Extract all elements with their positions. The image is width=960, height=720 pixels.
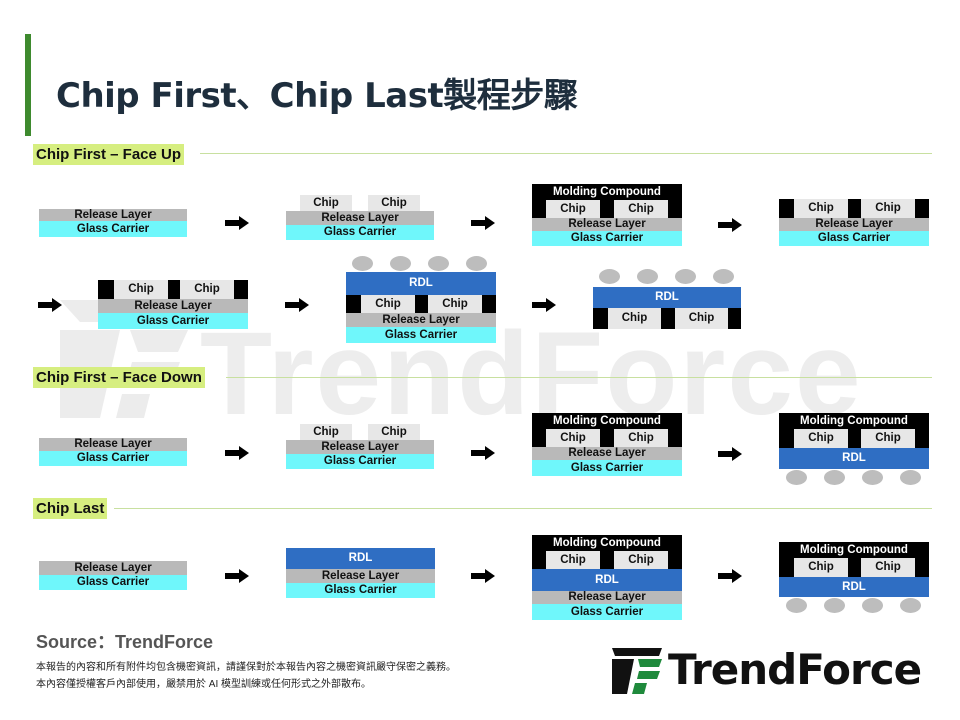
arrow-right-icon (471, 216, 495, 230)
arrow-right-icon (471, 569, 495, 583)
glass-carrier: Glass Carrier (286, 454, 434, 469)
rdl-layer: RDL (779, 448, 929, 469)
molding-compound: Molding Compound (532, 535, 682, 551)
release-layer: Release Layer (286, 440, 434, 454)
disclaimer-line: 本內容僅授權客戶內部使用，嚴禁用於 AI 模型訓練或任何形式之外部散布。 (36, 679, 372, 690)
arrow-right-icon (718, 447, 742, 461)
chip: Chip (614, 200, 668, 218)
section-label-first-up: Chip First – Face Up (33, 144, 185, 165)
release-layer: Release Layer (39, 438, 187, 451)
glass-carrier: Glass Carrier (286, 583, 435, 598)
molding-compound: Molding Compound (779, 542, 929, 558)
arrow-right-icon (718, 569, 742, 583)
rdl-layer: RDL (532, 569, 682, 591)
chip: Chip (428, 295, 482, 313)
watermark-text: TrendForce (200, 308, 863, 440)
chip: Chip (794, 558, 848, 577)
chip: Chip (608, 308, 661, 329)
solder-ball (466, 256, 487, 271)
solder-ball (786, 598, 807, 613)
arrow-right-icon (225, 569, 249, 583)
glass-carrier: Glass Carrier (532, 231, 682, 246)
arrow-right-icon (471, 446, 495, 460)
solder-ball (786, 470, 807, 485)
chip: Chip (180, 280, 234, 299)
release-layer: Release Layer (779, 218, 929, 231)
chip: Chip (794, 199, 848, 218)
solder-ball (637, 269, 658, 284)
chip: Chip (614, 551, 668, 569)
chip: Chip (546, 551, 600, 569)
release-layer: Release Layer (286, 569, 435, 583)
chip: Chip (675, 308, 728, 329)
section-divider (226, 377, 932, 378)
chip: Chip (300, 424, 352, 440)
release-layer: Release Layer (286, 211, 434, 225)
glass-carrier: Glass Carrier (39, 221, 187, 237)
chip: Chip (861, 558, 915, 577)
glass-carrier: Glass Carrier (286, 225, 434, 240)
solder-ball (824, 470, 845, 485)
rdl-layer: RDL (593, 287, 741, 308)
chip: Chip (546, 200, 600, 218)
trendforce-logo-icon (612, 648, 662, 694)
chip: Chip (546, 429, 600, 447)
section-divider (114, 508, 932, 509)
arrow-right-icon (532, 298, 556, 312)
disclaimer-line: 本報告的內容和所有附件均包含機密資訊，請謹保對於本報告內容之機密資訊嚴守保密之義… (36, 662, 456, 673)
arrow-right-icon (225, 446, 249, 460)
brand-name: TrendForce (668, 645, 922, 694)
molding-compound: Molding Compound (532, 184, 682, 200)
solder-ball (599, 269, 620, 284)
page-title: Chip First、Chip Last製程步驟 (56, 76, 578, 116)
solder-ball (428, 256, 449, 271)
chip: Chip (114, 280, 168, 299)
release-layer: Release Layer (532, 591, 682, 604)
chip: Chip (300, 195, 352, 211)
solder-ball (352, 256, 373, 271)
arrow-right-icon (718, 218, 742, 232)
molding-compound: Molding Compound (779, 413, 929, 429)
glass-carrier: Glass Carrier (779, 231, 929, 246)
chip: Chip (361, 295, 415, 313)
solder-ball (862, 470, 883, 485)
release-layer: Release Layer (39, 561, 187, 575)
section-label-first-down: Chip First – Face Down (33, 367, 205, 388)
solder-ball (824, 598, 845, 613)
solder-ball (900, 598, 921, 613)
arrow-right-icon (38, 298, 62, 312)
title-accent-bar (25, 34, 31, 136)
source-label: Source：TrendForce (36, 632, 214, 652)
chip: Chip (861, 199, 915, 218)
section-divider (200, 153, 932, 154)
glass-carrier: Glass Carrier (532, 604, 682, 620)
release-layer: Release Layer (346, 313, 496, 327)
rdl-layer: RDL (346, 272, 496, 295)
arrow-right-icon (285, 298, 309, 312)
rdl-layer: RDL (779, 577, 929, 597)
chip: Chip (861, 429, 915, 448)
glass-carrier: Glass Carrier (39, 451, 187, 466)
solder-ball (675, 269, 696, 284)
solder-ball (390, 256, 411, 271)
chip: Chip (794, 429, 848, 448)
chip: Chip (368, 195, 420, 211)
chip: Chip (614, 429, 668, 447)
solder-ball (900, 470, 921, 485)
chip: Chip (368, 424, 420, 440)
release-layer: Release Layer (532, 218, 682, 231)
glass-carrier: Glass Carrier (532, 460, 682, 476)
solder-ball (713, 269, 734, 284)
solder-ball (862, 598, 883, 613)
section-label-last: Chip Last (33, 498, 108, 519)
molding-compound: Molding Compound (532, 413, 682, 429)
glass-carrier: Glass Carrier (346, 327, 496, 343)
release-layer: Release Layer (39, 209, 187, 221)
release-layer: Release Layer (532, 447, 682, 460)
glass-carrier: Glass Carrier (98, 313, 248, 329)
arrow-right-icon (225, 216, 249, 230)
rdl-layer: RDL (286, 548, 435, 569)
glass-carrier: Glass Carrier (39, 575, 187, 590)
release-layer: Release Layer (98, 299, 248, 313)
